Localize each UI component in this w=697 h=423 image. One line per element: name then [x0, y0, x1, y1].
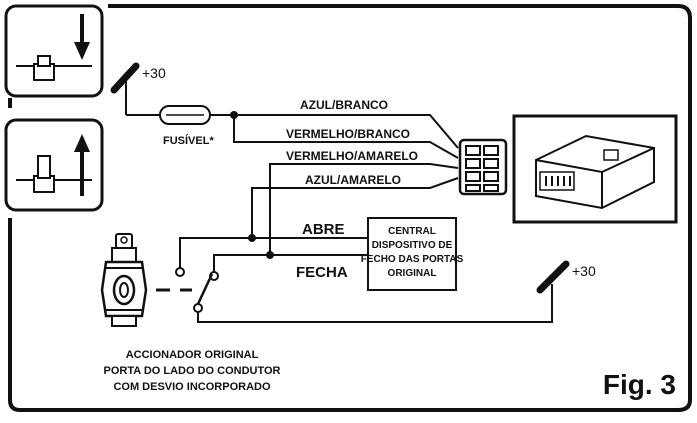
wire-abre — [179, 237, 368, 268]
fuse-label: FUSÍVEL* — [163, 134, 214, 147]
wire-vermelho-amarelo — [269, 163, 459, 255]
signal-label-abre: ABRE — [302, 221, 345, 238]
central-line-1: CENTRAL — [388, 226, 436, 237]
wire-common — [197, 284, 553, 323]
door-switch-symbol — [156, 267, 219, 313]
control-module-icon — [512, 114, 678, 224]
wire-label-azul-branco: AZUL/BRANCO — [300, 98, 388, 112]
signal-label-fecha: FECHA — [296, 264, 348, 281]
wire-label-vermelho-branco: VERMELHO/BRANCO — [286, 127, 410, 141]
lock-up-icon — [4, 118, 104, 212]
power-label-top: +30 — [142, 65, 166, 81]
wire-fecha — [213, 254, 368, 272]
caption-line-3: COM DESVIO INCORPORADO — [113, 381, 271, 393]
wire-label-azul-amarelo: AZUL/AMARELO — [305, 173, 401, 187]
door-actuator-icon — [100, 233, 148, 327]
central-line-3: FECHO DAS PORTAS — [361, 254, 464, 265]
lock-down-icon — [4, 4, 104, 98]
central-line-4: ORIGINAL — [388, 268, 437, 279]
wire-azul-amarelo — [251, 177, 459, 238]
wire-vermelho-branco — [233, 115, 459, 159]
central-line-2: DISPOSITIVO DE — [372, 240, 453, 251]
power-terminal-top — [110, 62, 140, 115]
caption-line-2: PORTA DO LADO DO CONDUTOR — [103, 365, 280, 377]
power-label-right: +30 — [572, 263, 596, 279]
diagram-frame — [8, 4, 692, 412]
power-terminal-right — [536, 260, 570, 294]
figure-label: Fig. 3 — [603, 369, 676, 400]
wire-connector-icon — [458, 138, 508, 196]
wire-label-vermelho-amarelo: VERMELHO/AMARELO — [286, 149, 418, 163]
wire-azul-branco — [234, 114, 459, 149]
central-unit-box — [367, 217, 457, 291]
caption-line-1: ACCIONADOR ORIGINAL — [126, 349, 259, 361]
